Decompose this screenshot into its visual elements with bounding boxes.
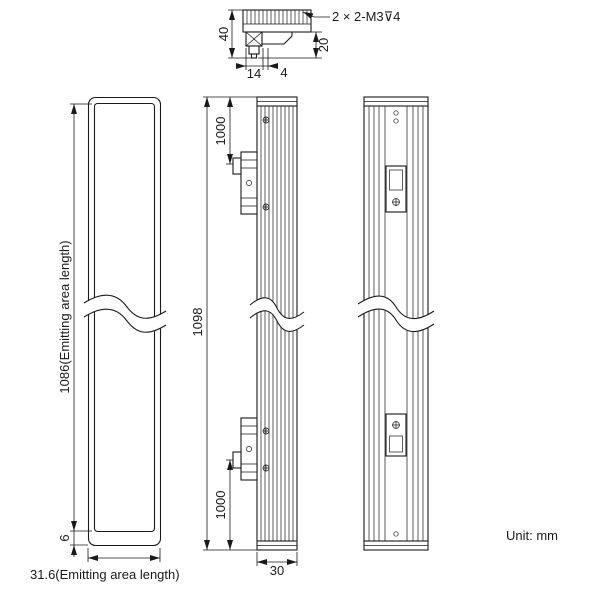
- break-line-rear-top: [357, 295, 435, 319]
- break-band-rear: [358, 296, 434, 332]
- dim-14: 14: [247, 66, 261, 81]
- break-line-side-top: [249, 297, 305, 319]
- dim-1098-overall: 1098: [190, 308, 205, 337]
- top-mounting-clip: [385, 165, 407, 213]
- break-line-rear-bottom: [357, 308, 435, 332]
- side-view: 1098 1000 1000 30: [190, 96, 305, 578]
- dim-6: 6: [57, 534, 72, 541]
- section-body: [242, 9, 312, 33]
- dim-20: 20: [316, 38, 331, 52]
- dim-1000-top: 1000: [213, 117, 228, 146]
- dim-1086-emitting-length: 1086(Emitting area length): [57, 240, 72, 393]
- ext-lines-31-6: [87, 548, 161, 562]
- connector-stem: [248, 45, 260, 55]
- break-line-front-top: [83, 294, 167, 319]
- front-view: 1086(Emitting area length) 6 31.6(Emitti…: [30, 96, 180, 582]
- callout-leader: [302, 11, 330, 19]
- bottom-cable-connector: [232, 417, 258, 481]
- connector-cross: [245, 31, 263, 47]
- dim-31-6-emitting-width: 31.6(Emitting area length): [30, 567, 180, 582]
- unit-note: Unit: mm: [506, 528, 558, 543]
- rear-top-hole-b: [393, 118, 399, 124]
- connector-tip: [250, 53, 258, 59]
- rear-bottom-hole: [393, 531, 399, 537]
- rear-top-hole-a: [393, 110, 399, 116]
- break-line-front-bottom: [83, 308, 167, 333]
- dim-30-depth: 30: [270, 563, 284, 578]
- rear-view: [357, 96, 435, 551]
- top-section-view: 2 × 2-M3⊽4 40 20 14 4: [216, 9, 400, 81]
- break-band-side: [250, 297, 304, 332]
- screw-marks: [262, 116, 270, 472]
- dim-4: 4: [280, 65, 287, 80]
- dim-1000-bottom: 1000: [213, 491, 228, 520]
- dim-40: 40: [216, 27, 231, 41]
- break-line-side-bottom: [249, 310, 305, 332]
- thread-callout-label: 2 × 2-M3⊽4: [332, 9, 400, 24]
- break-band-front: [84, 295, 166, 333]
- bottom-mounting-clip: [385, 413, 407, 457]
- top-cable-connector: [232, 151, 258, 215]
- ext-line-6: [70, 531, 88, 546]
